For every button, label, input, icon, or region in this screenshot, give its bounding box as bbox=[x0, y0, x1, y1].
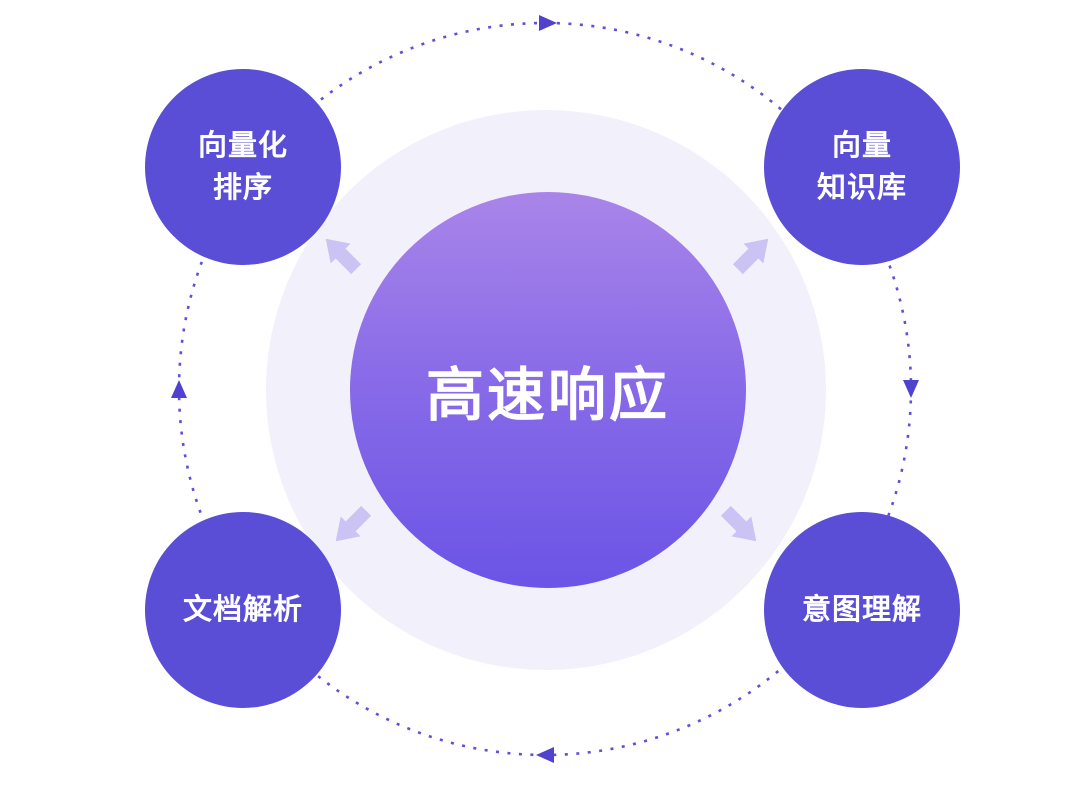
satellite-label-line: 向量化 bbox=[197, 129, 288, 162]
ring-arrowhead-bottom-icon bbox=[536, 747, 554, 763]
satellite-label-line: 向量 bbox=[831, 129, 892, 162]
outward-arrow-top-left-icon bbox=[325, 238, 362, 275]
outward-arrow-top-right-icon bbox=[732, 238, 769, 275]
satellite-label-line: 知识库 bbox=[816, 172, 907, 204]
ring-arrowhead-top-icon bbox=[539, 15, 557, 31]
satellite-intent-understanding: 意图理解 bbox=[764, 512, 960, 708]
satellite-vectorized-ranking: 向量化 排序 bbox=[145, 69, 341, 265]
satellite-label-line: 排序 bbox=[212, 172, 273, 204]
satellite-vector-knowledge-base: 向量 知识库 bbox=[764, 69, 960, 265]
satellite-document-parsing: 文档解析 bbox=[145, 512, 341, 708]
satellite-label-line: 文档解析 bbox=[182, 593, 303, 626]
center-node: 高速响应 bbox=[350, 192, 746, 588]
center-label: 高速响应 bbox=[425, 363, 670, 428]
outward-arrow-bottom-left-icon bbox=[335, 505, 372, 542]
outward-arrow-bottom-right-icon bbox=[720, 505, 757, 542]
satellite-label-line: 意图理解 bbox=[801, 593, 922, 626]
ring-arrowhead-right-icon bbox=[903, 380, 919, 398]
ring-arrowhead-left-icon bbox=[171, 380, 187, 398]
